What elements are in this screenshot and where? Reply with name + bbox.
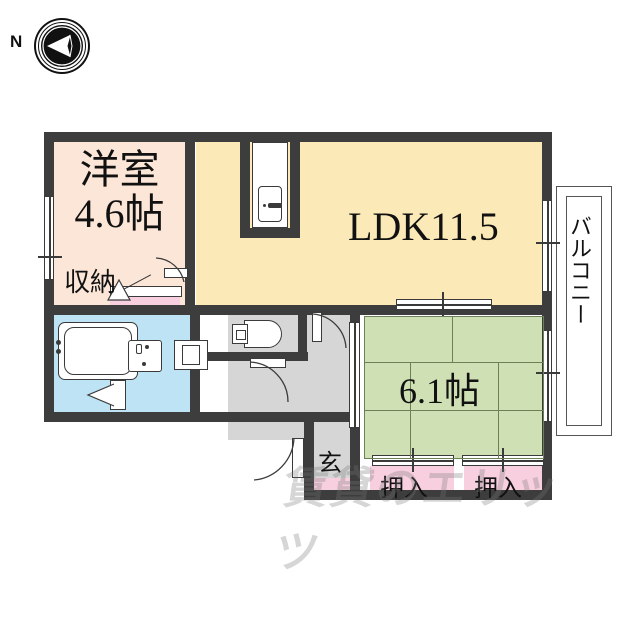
western-door-swing-icon (155, 257, 185, 283)
western-room-name: 洋室 (79, 147, 160, 192)
tatami-line-2 (364, 410, 544, 412)
wall-toilet-right (298, 315, 307, 361)
refrigerator-dot-icon (263, 204, 266, 207)
hall-door-swing-icon (312, 313, 347, 349)
bathtub-tap-icon (56, 340, 61, 345)
compass-needle-icon (39, 23, 85, 69)
bathtub-inner-icon (64, 327, 132, 375)
bathtub-drain-icon (56, 349, 61, 354)
oshiire-right-label: 押入 (474, 476, 522, 502)
washing-machine-drum-icon (182, 345, 200, 365)
room-western (52, 140, 185, 305)
closet-western-door (110, 286, 182, 297)
sliding-door-ldk-tick (536, 242, 560, 244)
tatami-line-4 (410, 362, 412, 459)
wall-exterior-top (44, 132, 552, 142)
fusuma-japanese-top-mullion (396, 304, 492, 306)
sliding-door-japanese-hall-mullion (354, 322, 356, 428)
washbasin-drain-icon (142, 362, 146, 366)
sliding-door-japanese-tick (536, 372, 560, 374)
wall-western-bottom (44, 305, 195, 315)
wall-entrance-left (304, 412, 314, 498)
oshiire-left-door-tick (412, 448, 414, 472)
window-western-tick (38, 256, 62, 258)
wall-kitchen-bottom (240, 228, 300, 238)
wall-kitchen-left (240, 132, 250, 238)
compass-rose: N (8, 18, 88, 74)
closet-marker-icon (106, 278, 132, 301)
japanese-room-size: 6.1帖 (399, 371, 481, 411)
toilet-door-swing-icon (249, 361, 289, 403)
entrance-door-swing-icon (253, 437, 295, 481)
wall-ldk-bottom-left (195, 305, 350, 315)
oshiire-left-label: 押入 (380, 476, 428, 502)
room-japanese (364, 316, 544, 459)
entrance-door-leaf[interactable] (292, 438, 304, 478)
fusuma-japanese-top-tick (442, 292, 444, 316)
wall-ldk-bottom-right (350, 305, 552, 315)
sliding-door-ldk-mullion (547, 200, 549, 292)
bath-door-swing-icon (86, 383, 115, 407)
refrigerator-handle-icon (268, 203, 282, 208)
window-western-mullion (49, 196, 51, 280)
room-entrance-step (314, 440, 350, 480)
compass-north-icon (36, 20, 88, 72)
balcony-label: バルコニー (567, 215, 592, 325)
balcony-outline (556, 186, 612, 436)
wall-exterior-bottom (304, 490, 552, 500)
toilet-lever-icon (236, 330, 246, 340)
western-closet-label: 収納 (64, 268, 117, 297)
toilet-bowl-icon (244, 320, 282, 348)
balcony-inner-outline (566, 196, 602, 426)
tatami-line-1 (364, 362, 544, 364)
tatami-line-5 (498, 362, 500, 459)
wall-kitchen-right (290, 140, 300, 236)
oshiire-right-door-tick (502, 448, 504, 472)
washbasin-knob-icon (145, 345, 149, 349)
wall-exterior-bottom-left (44, 412, 350, 422)
ldk-label: LDK11.5 (348, 204, 499, 249)
tatami-line-3 (452, 316, 454, 362)
western-room-size: 4.6帖 (74, 191, 165, 236)
tatami-outline (364, 316, 544, 459)
hall-door-leaf[interactable] (312, 312, 322, 342)
washbasin-icon (128, 340, 162, 372)
western-door-leaf[interactable] (164, 268, 188, 278)
wall-western-right (185, 132, 195, 307)
wall-toilet-bottom (200, 352, 308, 361)
washbasin-tap-icon (136, 344, 142, 354)
sliding-door-japanese-mullion (547, 330, 549, 422)
entrance-label: 玄 (318, 451, 342, 477)
compass-north-label: N (10, 32, 23, 51)
